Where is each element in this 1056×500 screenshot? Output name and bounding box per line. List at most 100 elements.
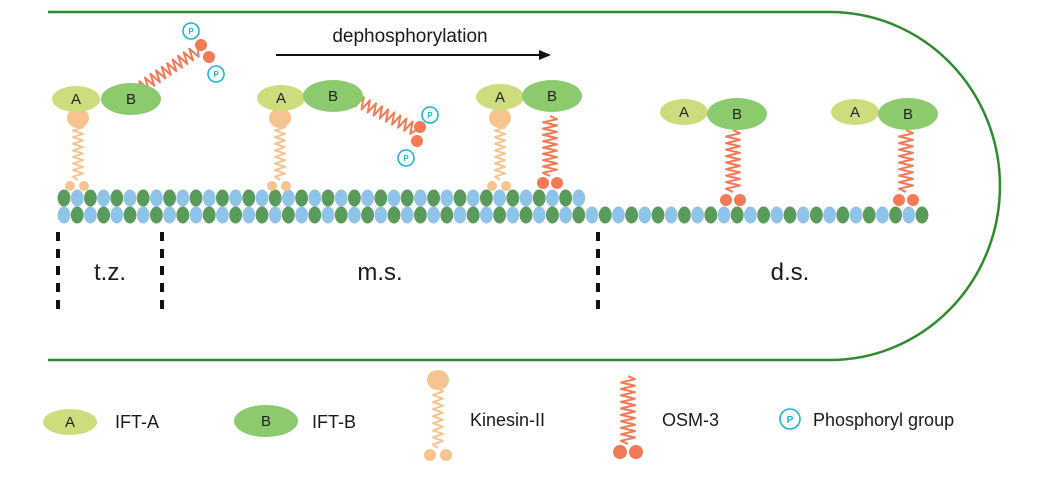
tubulin-subunit — [585, 206, 599, 224]
tubulin-subunit — [559, 189, 572, 207]
tubulin-subunit — [546, 206, 559, 224]
osm3-motor-phosphorylated — [351, 93, 426, 147]
svg-text:P: P — [427, 111, 433, 120]
tubulin-subunit — [546, 189, 559, 207]
tubulin-subunit — [744, 206, 757, 224]
svg-text:P: P — [188, 27, 194, 36]
tubulin-subunit — [625, 206, 638, 224]
tubulin-subunit — [361, 189, 374, 207]
tubulin-subunit — [770, 206, 784, 224]
tubulin-subunit — [136, 206, 150, 224]
tubulin-subunit — [334, 189, 348, 207]
tubulin-subunit — [110, 189, 124, 207]
tubulin-subunit — [480, 206, 493, 224]
tubulin-subunit — [598, 206, 612, 224]
ift-b-complex: B — [707, 98, 767, 130]
tubulin-subunit — [400, 189, 414, 207]
svg-text:B: B — [126, 91, 136, 108]
tubulin-subunit — [902, 206, 916, 224]
tubulin-subunit — [123, 206, 137, 224]
tubulin-subunit — [189, 206, 203, 224]
kinesin-ii-coil — [274, 123, 286, 181]
osm3-coil — [620, 375, 636, 445]
phosphoryl-swatch — [779, 408, 801, 430]
tubulin-subunit — [202, 189, 216, 207]
kinesin-ii-coil — [494, 123, 506, 181]
tubulin-subunit — [255, 189, 269, 207]
phosphoryl-group: P — [207, 65, 225, 83]
tubulin-subunit — [453, 189, 467, 207]
kinesin-ii-motor — [267, 108, 291, 191]
svg-text:B: B — [732, 106, 742, 123]
kinesin-ii-motor — [487, 108, 511, 191]
ift-a-complex: A — [660, 99, 708, 125]
ift-a-complex: A — [257, 85, 305, 111]
tubulin-subunit — [493, 189, 506, 207]
tubulin-subunit — [387, 189, 401, 207]
tubulin-subunit — [295, 189, 308, 207]
legend-item-osm3: OSM-3 — [613, 375, 719, 459]
tubulin-subunit — [202, 206, 216, 224]
tubulin-subunit — [638, 206, 652, 224]
ift-a-swatch — [43, 409, 97, 435]
tubulin-subunit — [664, 206, 678, 224]
tubulin-subunit — [282, 206, 295, 224]
tubulin-subunit — [493, 206, 506, 224]
tubulin-subunit — [678, 206, 691, 224]
legend-label-phosphoryl: Phosphoryl group — [813, 410, 954, 430]
dephosphorylation-label: dephosphorylation — [332, 26, 487, 47]
tubulin-subunit — [216, 206, 229, 224]
tubulin-subunit — [862, 206, 876, 224]
tubulin-subunit — [414, 189, 427, 207]
tubulin-subunit — [229, 206, 243, 224]
tubulin-subunit — [651, 206, 665, 224]
osm3-motor — [537, 115, 563, 189]
tubulin-subunit — [704, 206, 718, 224]
tubulin-subunit — [612, 206, 625, 224]
tubulin-subunit — [572, 189, 586, 207]
svg-text:A: A — [495, 89, 505, 106]
ift-a-complex: A — [52, 86, 100, 112]
tubulin-subunit — [57, 206, 71, 224]
tubulin-subunit — [70, 206, 84, 224]
tubulin-subunit — [387, 206, 401, 224]
legend-item-ift-b: B IFT-B — [234, 405, 356, 437]
tubulin-subunit — [427, 189, 440, 207]
phosphoryl-group: P — [421, 106, 439, 124]
tubulin-subunit — [453, 206, 467, 224]
tubulin-subunit — [110, 206, 124, 224]
osm3-coil — [725, 129, 741, 193]
osm3-motor-phosphorylated — [138, 39, 215, 91]
ift-train-ds-tip: A B — [831, 98, 938, 206]
kinesin-ii-motor — [65, 108, 89, 191]
tubulin-subunit — [84, 189, 97, 207]
ift-b-complex: B — [878, 98, 938, 130]
kinesin-ii-coil — [432, 387, 444, 449]
tubulin-subunit — [163, 206, 177, 224]
legend-item-phosphoryl: P Phosphoryl group — [779, 408, 954, 430]
tubulin-subunit — [730, 206, 744, 224]
region-label-ms: m.s. — [357, 259, 402, 286]
tubulin-subunit — [532, 206, 546, 224]
tubulin-subunit — [348, 206, 361, 224]
axoneme-microtubule — [57, 189, 929, 224]
tubulin-subunit — [572, 206, 586, 224]
region-label-tz: t.z. — [94, 259, 126, 286]
tubulin-subunit — [176, 206, 190, 224]
svg-text:A: A — [276, 90, 286, 107]
ift-train-ms-dual-motor: A B — [476, 80, 582, 191]
legend: A IFT-A B IFT-B Kinesin-II OSM-3 P Phosp… — [43, 370, 954, 461]
tubulin-subunit — [308, 189, 322, 207]
tubulin-subunit — [506, 206, 520, 224]
tubulin-subunit — [374, 189, 388, 207]
svg-text:A: A — [71, 91, 81, 108]
tubulin-subunit — [757, 206, 770, 224]
legend-item-ift-a: A IFT-A — [43, 409, 159, 435]
svg-text:P: P — [213, 70, 219, 79]
kinesin-ii-swatch-tail — [427, 370, 449, 390]
tubulin-subunit — [506, 189, 520, 207]
tubulin-subunit — [321, 206, 335, 224]
ift-train-tz: P P A B — [52, 22, 225, 191]
tubulin-subunit — [150, 206, 163, 224]
